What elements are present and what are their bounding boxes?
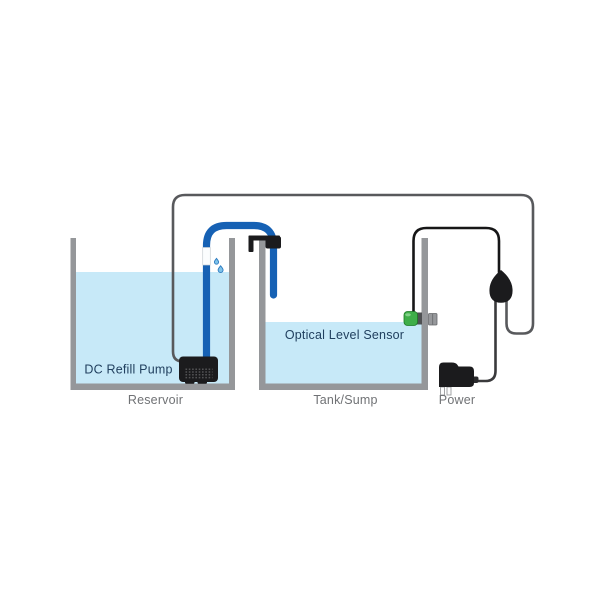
controller-module	[489, 270, 513, 303]
pump-body	[179, 356, 218, 382]
reservoir-right-wall	[229, 238, 235, 390]
sensor-collar	[416, 312, 422, 325]
tube-union	[202, 247, 211, 266]
pump-power-wire	[171, 193, 535, 363]
optical-level-sensor-label: Optical Level Sensor	[285, 328, 404, 342]
dc-refill-pump	[179, 356, 218, 384]
tank-sump-floor	[259, 383, 428, 390]
droplet-icon	[213, 257, 224, 273]
power-adapter	[439, 362, 479, 396]
sensor-highlight	[405, 313, 411, 317]
power-label: Power	[439, 393, 475, 407]
reservoir-floor	[70, 383, 235, 390]
pump-intake-grille	[185, 368, 213, 379]
sensor-body	[403, 311, 418, 326]
reservoir-left-wall	[70, 238, 76, 390]
tank-sump-label: Tank/Sump	[313, 393, 377, 407]
dc-refill-pump-label: DC Refill Pump	[84, 363, 172, 377]
tank-sump-left-wall	[259, 240, 266, 390]
reservoir-label: Reservoir	[128, 393, 183, 407]
tank-sump-water	[265, 322, 422, 384]
adapter-body	[439, 362, 474, 387]
tank-sump-right-wall	[421, 238, 428, 390]
power-cord	[470, 298, 497, 383]
tank-sump	[259, 238, 428, 390]
sensor-wire	[412, 226, 501, 314]
optical-level-sensor	[403, 311, 438, 326]
tube-clamp	[248, 235, 281, 252]
